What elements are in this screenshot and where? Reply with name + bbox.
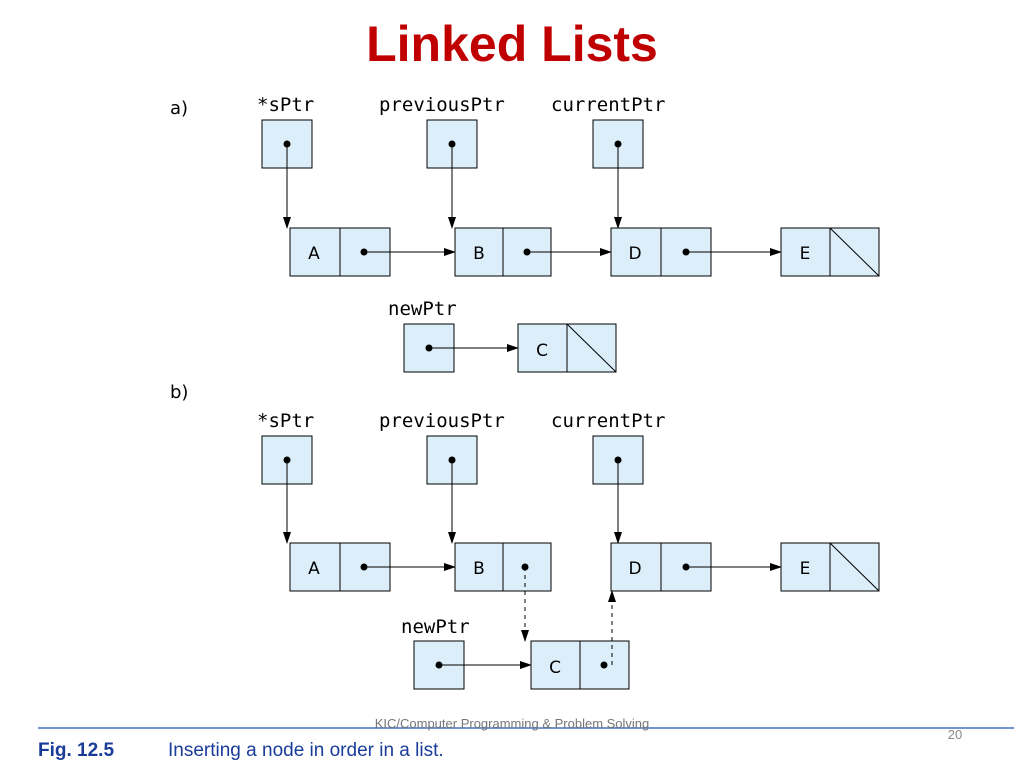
node-value: B <box>473 559 485 579</box>
node-value: A <box>308 559 320 579</box>
node-value: C <box>536 341 548 361</box>
panel-b: b) *sPtr previousPtr currentPtr A B <box>170 382 880 690</box>
page-number: 20 <box>947 727 963 742</box>
pointer-label-currentptr: currentPtr <box>551 410 665 432</box>
figure-number: Fig. 12.5 <box>38 740 114 761</box>
pointer-label-sptr: *sPtr <box>257 410 314 432</box>
list-node-c: C <box>517 323 617 373</box>
pointer-label-previousptr: previousPtr <box>379 94 505 116</box>
slide-title: Linked Lists <box>366 16 658 72</box>
null-pointer-slash <box>829 542 880 592</box>
pointer-label-sptr: *sPtr <box>257 94 314 116</box>
node-value: E <box>800 244 811 264</box>
list-node-e: E <box>780 227 880 277</box>
list-node-d: D <box>610 542 712 592</box>
node-value: C <box>549 658 561 678</box>
node-value: D <box>628 244 641 264</box>
panel-label-a: a) <box>170 98 188 119</box>
node-value: A <box>308 244 320 264</box>
null-pointer-slash <box>829 227 880 277</box>
node-value: E <box>800 559 811 579</box>
figure-caption: Inserting a node in order in a list. <box>168 740 444 761</box>
node-value: D <box>628 559 641 579</box>
pointer-label-newptr: newPtr <box>401 616 470 638</box>
slide-footer: KIC/Computer Programming & Problem Solvi… <box>374 716 650 731</box>
pointer-label-newptr: newPtr <box>388 298 457 320</box>
panel-label-b: b) <box>170 382 188 403</box>
pointer-label-currentptr: currentPtr <box>551 94 665 116</box>
null-pointer-slash <box>566 323 617 373</box>
list-node-c: C <box>530 640 630 690</box>
list-node-a: A <box>289 227 391 277</box>
pointer-label-previousptr: previousPtr <box>379 410 505 432</box>
node-value: B <box>473 244 485 264</box>
list-node-e: E <box>780 542 880 592</box>
list-node-b: B <box>454 542 552 592</box>
panel-a: a) *sPtr previousPtr currentPtr A B <box>170 94 880 373</box>
